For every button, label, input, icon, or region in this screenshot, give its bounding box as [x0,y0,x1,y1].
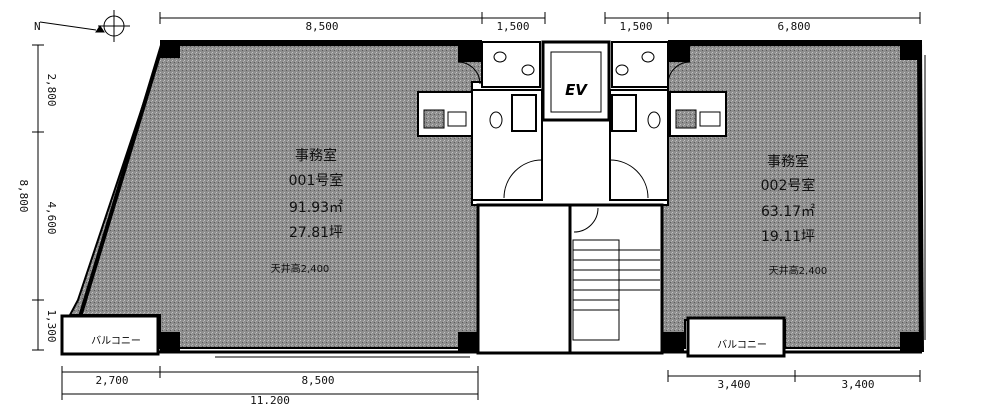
dim-top-4: 6,800 [777,20,810,33]
svg-text:91.93㎡: 91.93㎡ [289,200,343,216]
dimensions-bottom-right [667,370,921,382]
toilets [489,51,661,132]
room-001-floor [68,44,483,349]
dim-bottom-2: 8,500 [301,374,334,387]
elevator-label: EV [565,81,588,99]
stairs [573,249,660,311]
balconies [60,314,786,358]
svg-text:19.11坪: 19.11坪 [761,229,815,245]
dim-top-3: 1,500 [619,20,652,33]
dimensions-left [32,44,44,351]
columns [160,40,922,352]
svg-text:002号室: 002号室 [761,177,816,194]
dim-left-2: 4,600 [45,201,58,234]
room-002-floor [661,44,922,349]
svg-text:63.17㎡: 63.17㎡ [761,204,815,220]
dim-top-1: 8,500 [305,20,338,33]
dim-top-2: 1,500 [496,20,529,33]
svg-text:事務室: 事務室 [767,153,809,170]
compass-icon [39,10,130,42]
balcony-left-label: バルコニー [91,335,141,347]
dim-left-total: 8,800 [17,179,30,212]
room-001-label: 事務室 001号室 91.93㎡ 27.81坪 天井高2,400 [271,147,344,275]
dim-left-1: 2,800 [45,73,58,106]
dimensions-top [159,12,921,24]
dim-bottom-right-1: 3,400 [717,378,750,391]
room-002-label: 事務室 002号室 63.17㎡ 19.11坪 天井高2,400 [761,153,828,277]
kitchenettes [417,91,727,137]
svg-text:天井高2,400: 天井高2,400 [271,262,330,275]
balcony-right-label: バルコニー [717,339,767,351]
dim-bottom-1: 2,700 [95,374,128,387]
svg-text:001号室: 001号室 [289,172,344,189]
dimensions-bottom-left [61,366,479,400]
svg-text:27.81坪: 27.81坪 [289,225,343,241]
svg-text:天井高2,400: 天井高2,400 [769,264,828,277]
dim-left-3: 1,300 [45,309,58,342]
svg-text:事務室: 事務室 [295,147,337,164]
compass-label: N [34,20,41,33]
dim-bottom-right-2: 3,400 [841,378,874,391]
dim-bottom-total: 11,200 [250,394,290,404]
